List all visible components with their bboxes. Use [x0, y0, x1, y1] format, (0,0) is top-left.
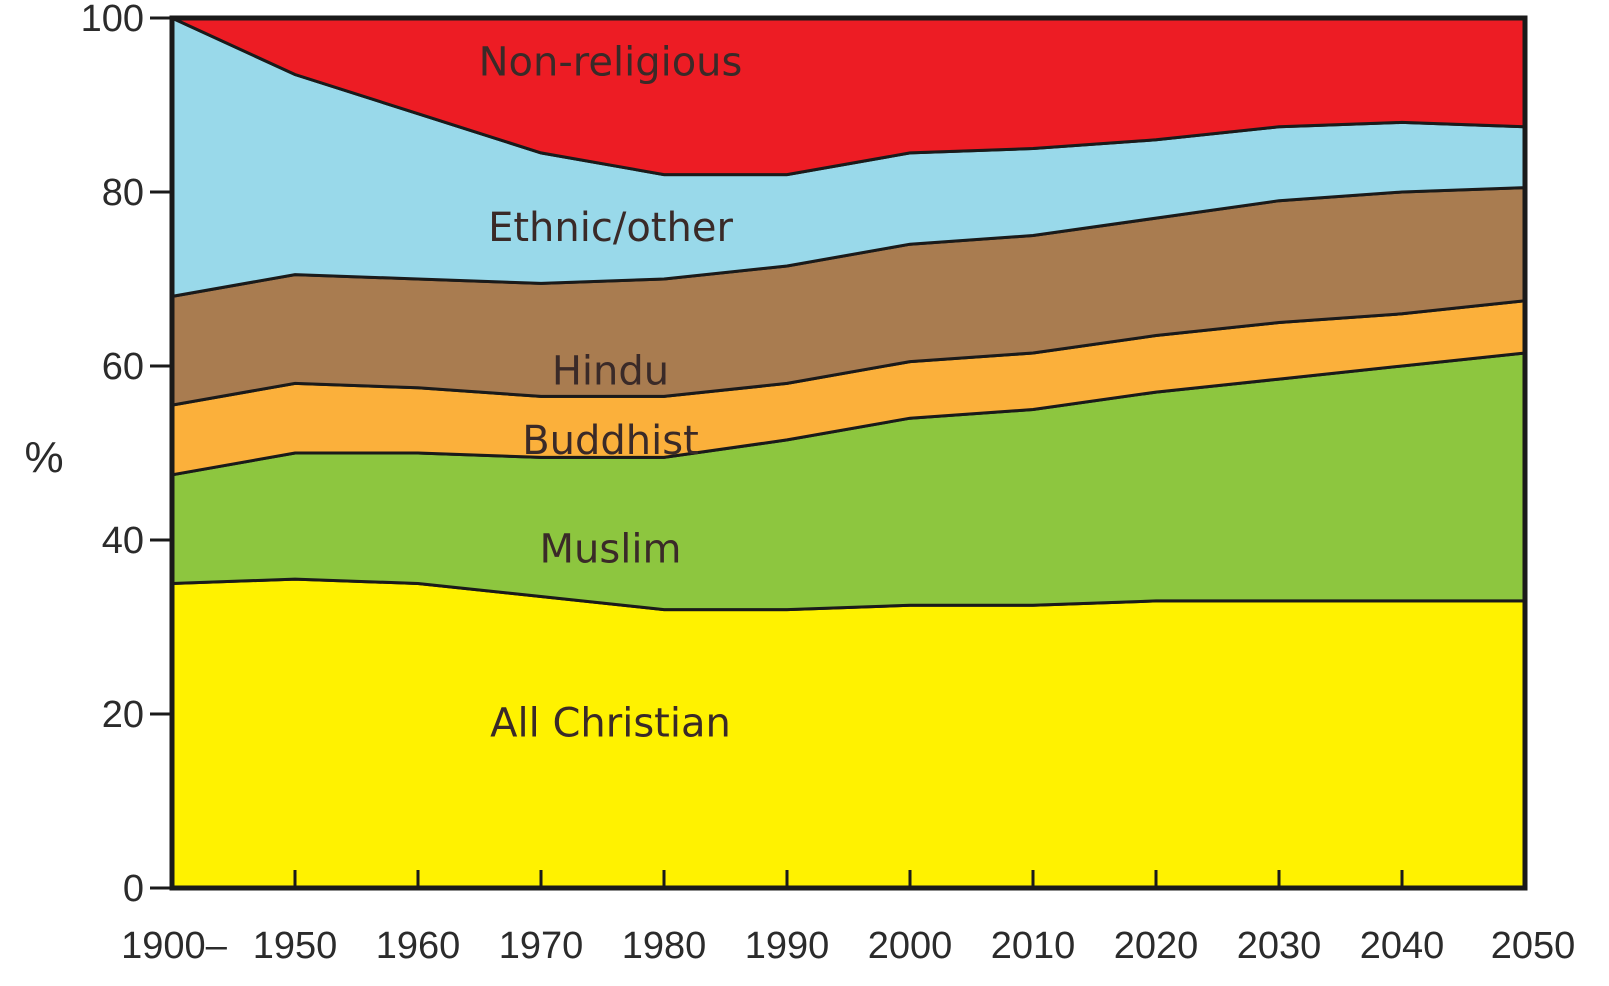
band-label-hindu: Hindu [552, 348, 669, 394]
x-tick-label: 2040 [1360, 925, 1445, 967]
x-axis: 1900– 1950 1960 1970 1980 1990 2000 2010 2020 203… [121, 870, 1575, 967]
y-tick-label: 40 [102, 520, 144, 562]
x-tick-label: 2000 [868, 925, 953, 967]
area-all-christian [170, 577, 1527, 890]
band-label-non-religious: Non-religious [479, 40, 743, 86]
x-tick-label: 2030 [1237, 925, 1322, 967]
x-tick-label: 1950 [253, 925, 338, 967]
x-tick-label: 1960 [376, 925, 461, 967]
band-label-ethnic-other: Ethnic/other [488, 205, 733, 251]
plot-frame [169, 15, 1528, 891]
y-tick-label: 60 [102, 346, 144, 388]
band-labels: All Christian Muslim Buddhist Hindu Ethnic/o… [479, 40, 743, 747]
x-tick-label: 2010 [991, 925, 1076, 967]
y-tick-label: 80 [102, 172, 144, 214]
x-tick-label: 1970 [499, 925, 584, 967]
band-label-muslim: Muslim [540, 527, 682, 573]
y-axis-label: % [24, 433, 63, 482]
x-tick-label: 2050 [1491, 925, 1576, 967]
y-tick-label: 100 [81, 0, 144, 40]
band-label-buddhist: Buddhist [522, 418, 699, 464]
y-tick-label: 20 [102, 694, 144, 736]
y-axis: 0 20 40 60 80 100 [81, 0, 172, 910]
area-bands [170, 15, 1527, 890]
x-tick-label: 1980 [622, 925, 707, 967]
y-tick-label: 0 [123, 868, 144, 910]
x-tick-label: 2020 [1114, 925, 1199, 967]
x-tick-label: 1990 [745, 925, 830, 967]
x-tick-label: 1900– [121, 925, 228, 967]
band-label-all-christian: All Christian [490, 701, 731, 747]
